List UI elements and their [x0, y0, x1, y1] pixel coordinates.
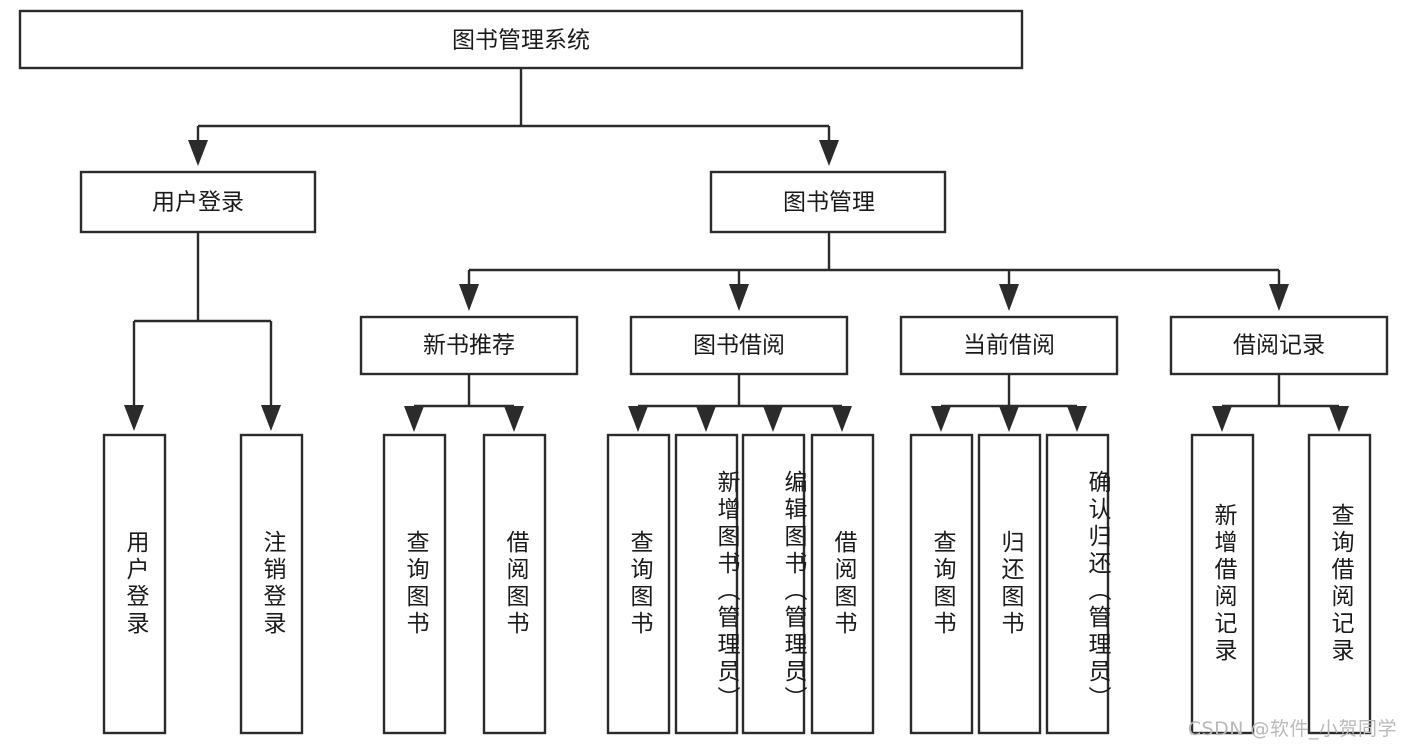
leaf-box-nbr-borrow[interactable]	[482, 433, 547, 735]
leaf-box-logout[interactable]	[239, 433, 304, 735]
leaf-box-br-query[interactable]	[1307, 433, 1372, 735]
node-label: 借阅记录	[1233, 333, 1325, 359]
leaf-box-bb-query[interactable]	[606, 433, 671, 735]
node-new-book-recommend[interactable]: 新书推荐	[359, 315, 579, 376]
arrow-head-icon	[832, 406, 852, 432]
leaf-box-cb-return[interactable]	[977, 433, 1042, 735]
arrow-head-icon	[819, 140, 839, 166]
node-box	[359, 315, 579, 376]
leaf-box-cb-confirm[interactable]	[1045, 433, 1110, 735]
node-label: 图书借阅	[693, 333, 785, 359]
leaf-box-nbr-query[interactable]	[382, 433, 447, 735]
node-label: 当前借阅	[963, 333, 1055, 359]
arrow-head-icon	[1329, 406, 1349, 432]
node-box	[899, 315, 1119, 376]
leaf-box-bb-add[interactable]	[674, 433, 739, 735]
connector-borrowrecord-to-leaves	[1212, 374, 1349, 432]
node-user-login[interactable]: 用户登录	[79, 170, 317, 234]
arrow-head-icon	[763, 406, 783, 432]
watermark-text: CSDN @软件_小贺同学	[1187, 718, 1397, 740]
node-borrow-record[interactable]: 借阅记录	[1169, 315, 1389, 376]
node-box	[18, 9, 1024, 70]
arrow-head-icon	[999, 406, 1019, 432]
connector-newbook-to-leaves	[404, 374, 524, 432]
arrow-head-icon	[729, 284, 749, 311]
arrow-head-icon	[124, 405, 144, 431]
arrow-head-icon	[1067, 406, 1087, 432]
node-box	[709, 170, 947, 234]
node-box	[629, 315, 849, 376]
leaf-box-bb-edit[interactable]	[741, 433, 806, 735]
connector-bookborrow-to-leaves	[628, 374, 852, 432]
node-box	[1169, 315, 1389, 376]
node-book-manage[interactable]: 图书管理	[709, 170, 947, 234]
arrow-head-icon	[261, 405, 281, 431]
connector-root-to-level1	[188, 68, 839, 166]
arrow-head-icon	[628, 406, 648, 432]
leaf-box-cb-query[interactable]	[909, 433, 974, 735]
node-box	[79, 170, 317, 234]
node-label: 图书管理	[783, 190, 875, 216]
node-book-borrow[interactable]: 图书借阅	[629, 315, 849, 376]
node-label: 用户登录	[152, 190, 244, 216]
arrow-head-icon	[931, 406, 951, 432]
arrow-head-icon	[1269, 284, 1289, 311]
connector-bookmanage-to-level2	[459, 232, 1289, 311]
arrow-head-icon	[504, 406, 524, 432]
connector-userlogin-to-leaves	[124, 232, 281, 431]
node-label: 图书管理系统	[452, 28, 590, 54]
arrow-head-icon	[188, 140, 208, 166]
node-current-borrow[interactable]: 当前借阅	[899, 315, 1119, 376]
arrow-head-icon	[459, 284, 479, 311]
arrow-head-icon	[1212, 406, 1232, 432]
leaf-box-bb-borrow[interactable]	[810, 433, 875, 735]
node-label: 新书推荐	[423, 333, 515, 359]
arrow-head-icon	[999, 284, 1019, 311]
arrow-head-icon	[696, 406, 716, 432]
leaf-box-br-add[interactable]	[1190, 433, 1255, 735]
leaf-box-user-login[interactable]	[102, 433, 167, 735]
node-root[interactable]: 图书管理系统	[18, 9, 1024, 70]
arrow-head-icon	[404, 406, 424, 432]
connector-currentborrow-to-leaves	[931, 374, 1087, 432]
